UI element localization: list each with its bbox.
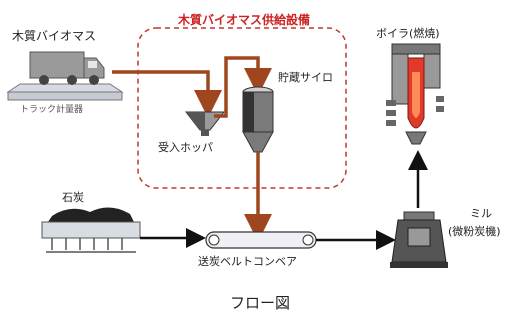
flow-truck-to-hopper <box>112 70 222 118</box>
truck-icon <box>29 51 105 85</box>
biomass-label: 木質バイオマス <box>12 29 97 43</box>
coal-label: 石炭 <box>62 191 84 204</box>
truck-scale-icon <box>6 83 124 101</box>
truck-scale-label: トラック計量器 <box>20 105 84 115</box>
mill-detail-label: (微粉炭機) <box>448 225 501 238</box>
conveyor-icon <box>205 231 317 249</box>
mill-label: ミル <box>470 207 492 220</box>
boiler-label: ボイラ(燃焼) <box>376 27 440 40</box>
boiler-icon <box>386 43 444 145</box>
mill-icon <box>390 211 448 268</box>
flow-hopper-to-silo <box>214 56 272 118</box>
supply-equipment-group <box>137 27 347 189</box>
hopper-label: 受入ホッパ <box>158 141 213 154</box>
silo-icon <box>242 86 274 153</box>
conveyor-label: 送炭ベルトコンベア <box>198 255 297 268</box>
diagram-caption: フロー図 <box>230 294 291 312</box>
silo-label: 貯蔵サイロ <box>278 71 333 84</box>
coal-feeder-icon <box>41 207 141 253</box>
group-title: 木質バイオマス供給設備 <box>178 13 311 27</box>
